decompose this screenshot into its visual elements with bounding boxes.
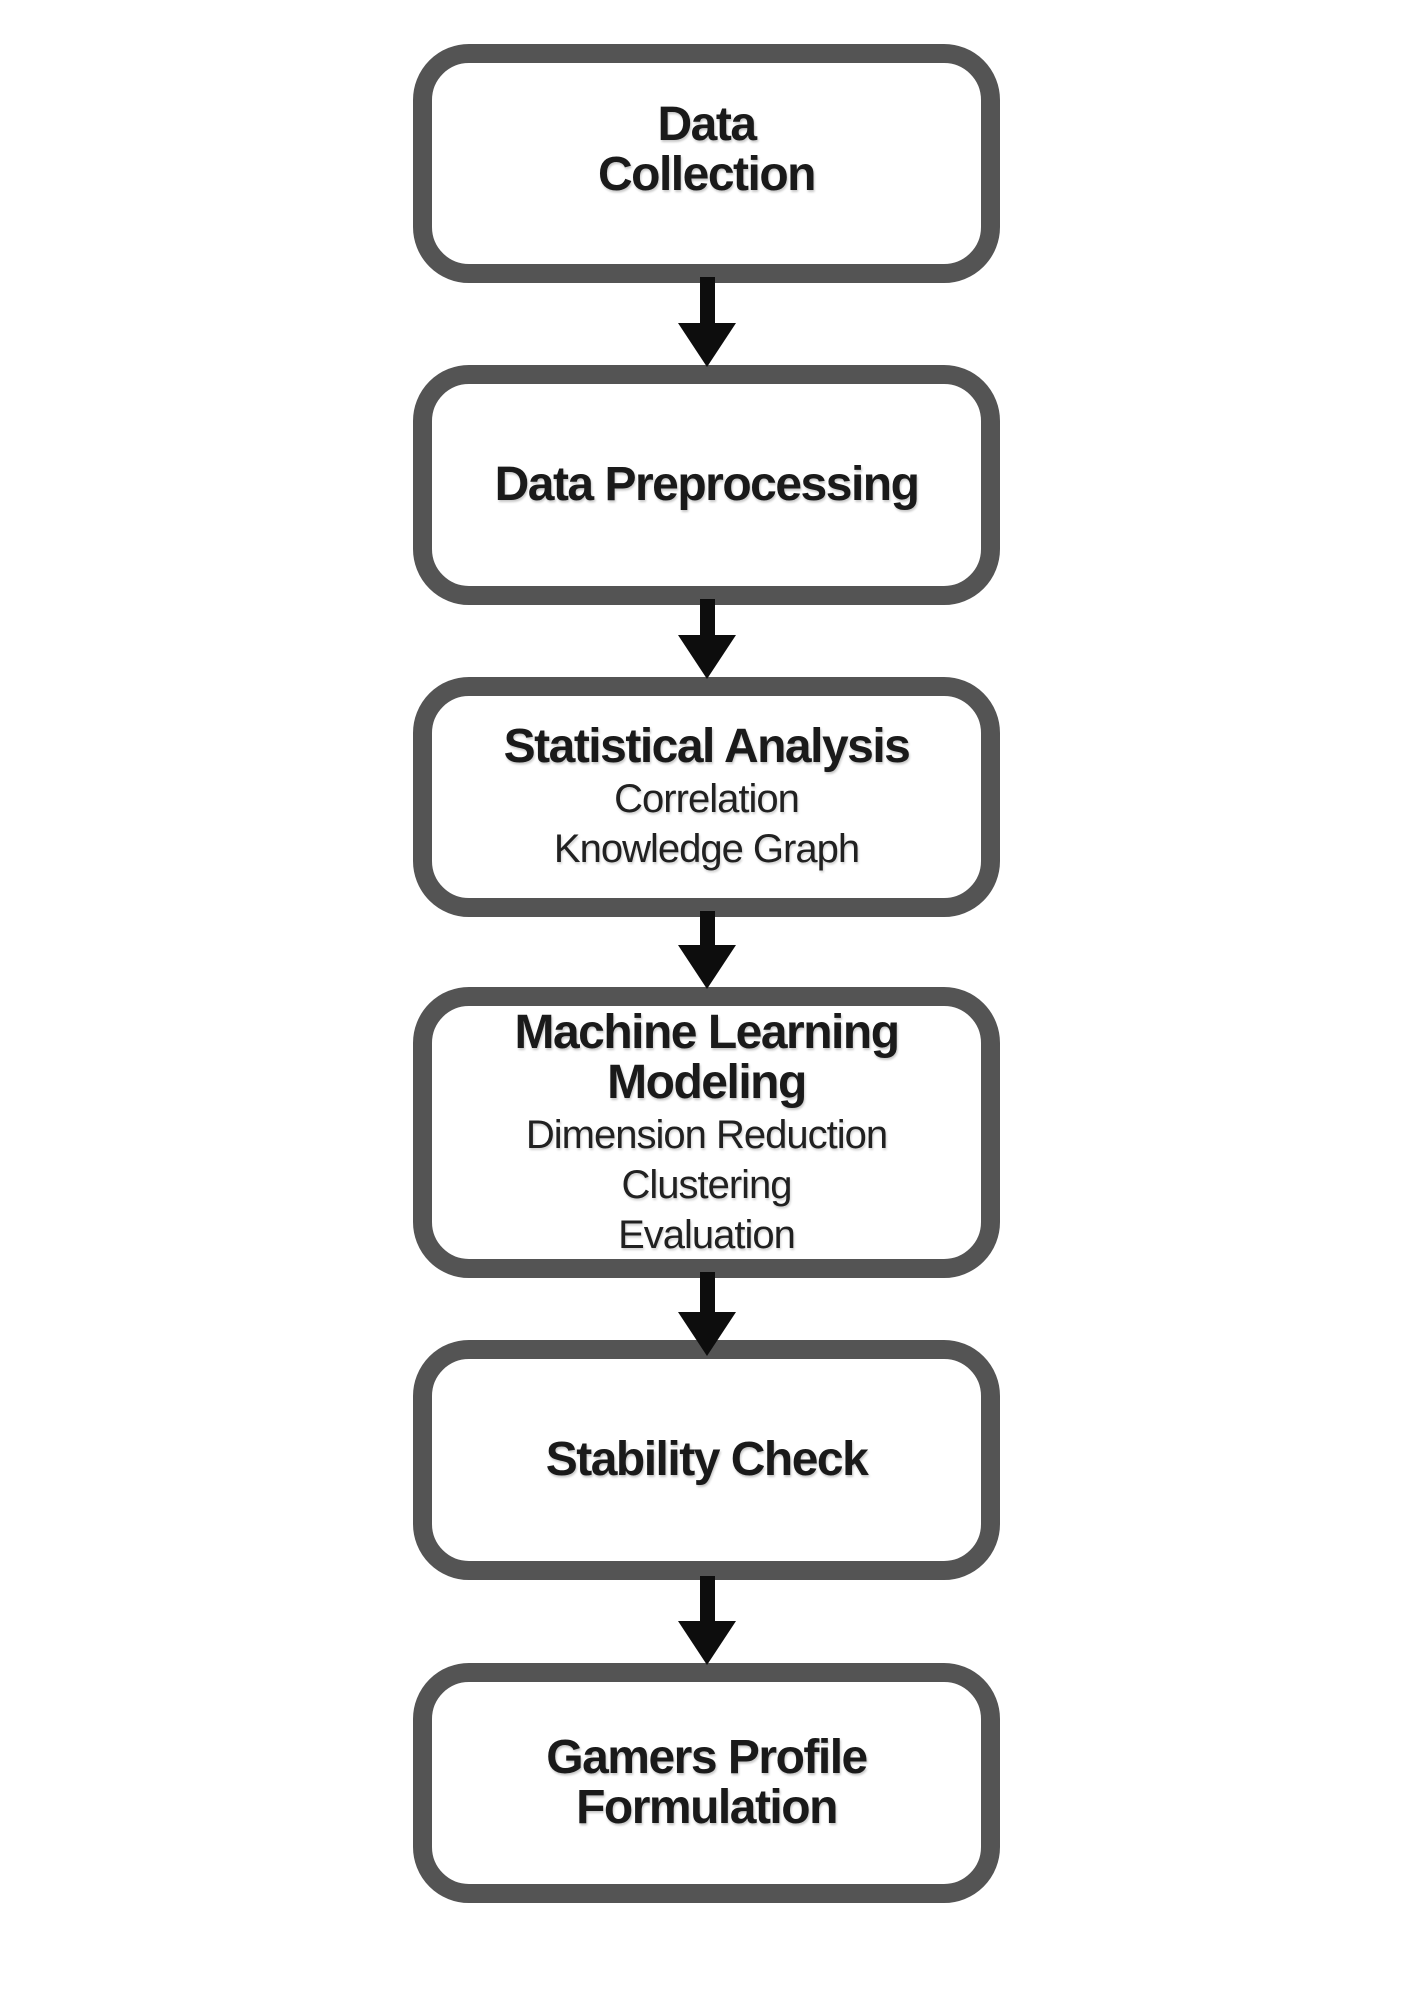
node-data-collection: Data Collection xyxy=(413,44,1000,283)
node-subitem: Knowledge Graph xyxy=(553,827,860,871)
arrow-down-icon xyxy=(678,599,736,679)
arrow-shaft xyxy=(699,599,715,635)
node-stability-check: Stability Check xyxy=(413,1340,1000,1580)
node-title-line: Statistical Analysis xyxy=(503,720,911,773)
node-title-line: Machine Learning xyxy=(514,1005,900,1059)
arrow-head xyxy=(678,945,736,989)
arrow-shaft xyxy=(699,911,715,945)
arrow-head xyxy=(678,1621,736,1665)
node-subitem: Clustering xyxy=(621,1162,792,1207)
node-title-line: Stability Check xyxy=(545,1433,869,1486)
node-title-line: Data xyxy=(657,97,757,151)
node-title-line: Modeling xyxy=(607,1055,807,1109)
node-statistical-analysis: Statistical Analysis Correlation Knowled… xyxy=(413,677,1000,917)
node-data-preprocessing: Data Preprocessing xyxy=(413,365,1000,605)
node-machine-learning-modeling: Machine Learning Modeling Dimension Redu… xyxy=(413,987,1000,1278)
node-title-line: Data Preprocessing xyxy=(494,458,920,511)
arrow-head xyxy=(678,323,736,367)
arrow-shaft xyxy=(699,277,715,323)
arrow-down-icon xyxy=(678,911,736,989)
node-subitem: Dimension Reduction xyxy=(525,1112,888,1157)
arrow-down-icon xyxy=(678,277,736,367)
node-subitem: Evaluation xyxy=(618,1212,796,1257)
arrow-head xyxy=(678,635,736,679)
arrow-shaft xyxy=(699,1576,715,1621)
node-gamers-profile-formulation: Gamers Profile Formulation xyxy=(413,1663,1000,1903)
arrow-down-icon xyxy=(678,1272,736,1356)
arrow-shaft xyxy=(699,1272,715,1312)
node-title-line: Gamers Profile xyxy=(546,1731,868,1784)
node-subitem: Correlation xyxy=(614,777,800,821)
node-title-line: Collection xyxy=(597,147,817,201)
arrow-down-icon xyxy=(678,1576,736,1665)
arrow-head xyxy=(678,1312,736,1356)
node-title-line: Formulation xyxy=(576,1781,838,1834)
